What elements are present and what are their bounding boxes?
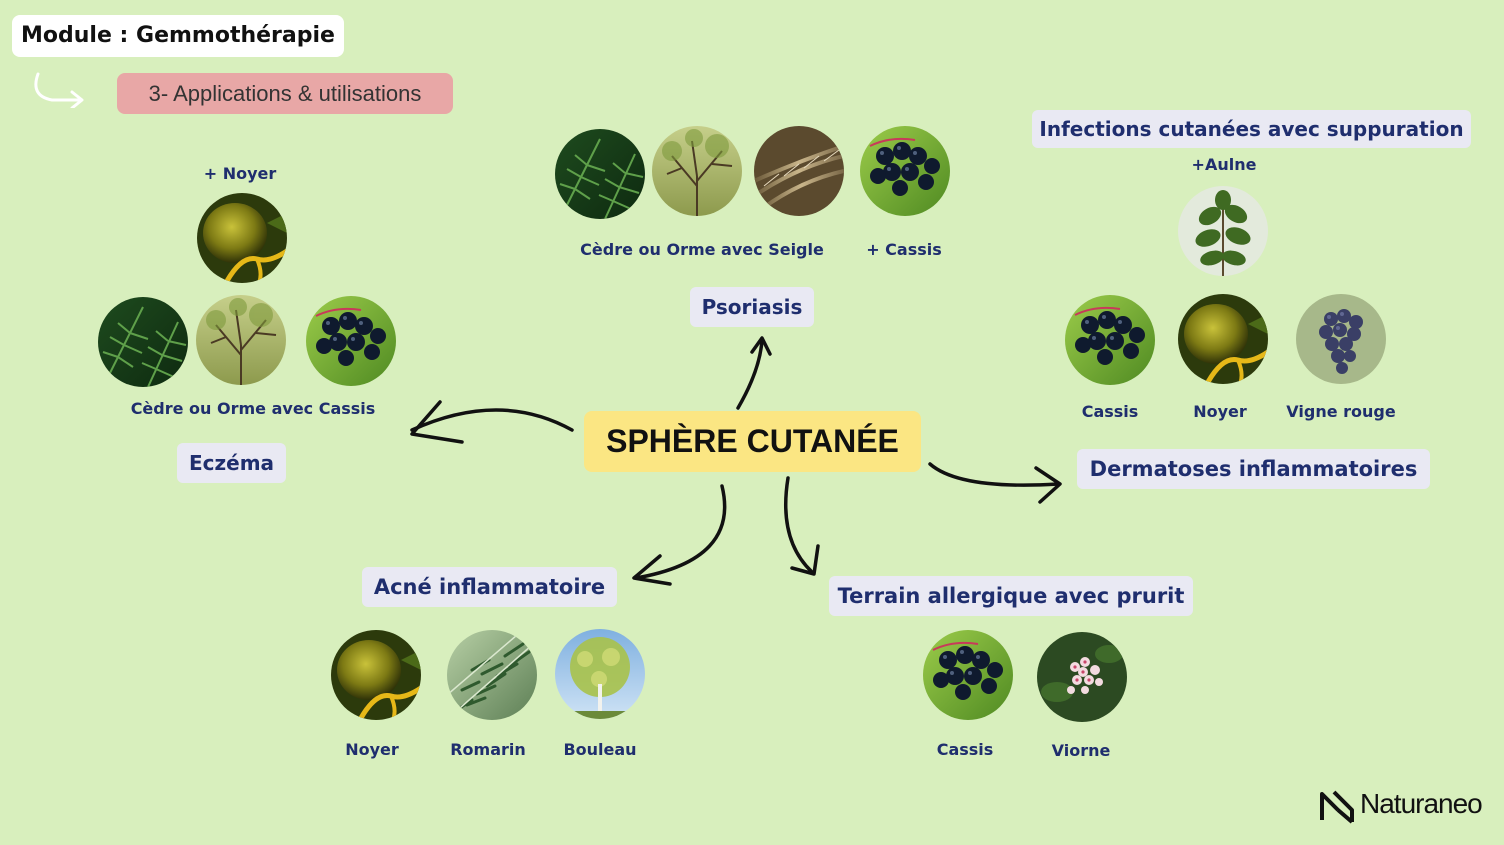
module-title: Module : Gemmothérapie: [12, 15, 344, 57]
walnut-image: [1178, 294, 1268, 384]
allergy-plant-label: Cassis: [936, 740, 994, 759]
arrow-to-eczema-head: [410, 400, 464, 444]
walnut-image: [331, 630, 421, 720]
birch-image: [555, 629, 645, 719]
brand-name: Naturaneo: [1360, 788, 1483, 819]
section-title: 3- Applications & utilisations: [117, 73, 453, 114]
arrow-to-psoriasis: [736, 338, 764, 410]
dermatoses-plant-label: Cassis: [1081, 402, 1139, 421]
curved-arrow-icon: [34, 72, 84, 108]
dermatoses-plant-label: Vigne rouge: [1286, 402, 1396, 421]
arrow-to-allergy: [784, 476, 814, 574]
blackcurrant-image: [306, 296, 396, 386]
acne-plant-label: Romarin: [450, 740, 526, 759]
eczema-category: Eczéma: [177, 443, 286, 483]
psoriasis-plants-label: Cèdre ou Orme avec Seigle: [580, 240, 824, 259]
acne-plant-label: Noyer: [345, 740, 399, 759]
center-topic: SPHÈRE CUTANÉE: [584, 411, 921, 472]
walnut-image: [197, 193, 287, 283]
elm-image: [652, 126, 742, 216]
cedar-image: [98, 297, 188, 387]
psoriasis-category: Psoriasis: [690, 287, 814, 327]
cedar-image: [555, 129, 645, 219]
rosemary-image: [447, 630, 537, 720]
eczema-plants-label: Cèdre ou Orme avec Cassis: [130, 399, 376, 418]
alder-image: [1178, 186, 1268, 276]
red-vine-image: [1296, 294, 1386, 384]
blackcurrant-image: [923, 630, 1013, 720]
viburnum-image: [1037, 632, 1127, 722]
infections-category: Infections cutanées avec suppuration: [1032, 110, 1471, 148]
infections-extra-label: +Aulne: [1191, 155, 1257, 174]
dermatoses-category: Dermatoses inflammatoires: [1077, 449, 1430, 489]
arrow-to-psoriasis-head: [750, 336, 772, 356]
elm-image: [196, 295, 286, 385]
dermatoses-plant-label: Noyer: [1193, 402, 1247, 421]
blackcurrant-image: [860, 126, 950, 216]
eczema-extra-label: + Noyer: [203, 164, 277, 183]
allergy-category: Terrain allergique avec prurit: [829, 576, 1193, 616]
blackcurrant-image: [1065, 295, 1155, 385]
arrow-to-eczema: [410, 408, 574, 432]
acne-plant-label: Bouleau: [563, 740, 637, 759]
allergy-plant-label: Viorne: [1051, 741, 1111, 760]
arrow-to-allergy-head: [790, 544, 820, 576]
arrow-to-acne: [634, 484, 727, 580]
arrow-to-dermatoses: [928, 462, 1060, 487]
psoriasis-extra-label: + Cassis: [866, 240, 942, 259]
arrow-to-dermatoses-head: [1034, 466, 1062, 504]
naturaneo-logo-icon: [1320, 790, 1354, 824]
acne-category: Acné inflammatoire: [362, 567, 617, 607]
naturaneo-logo: Naturaneo: [1318, 786, 1484, 826]
arrow-to-acne-head: [632, 554, 672, 586]
rye-image: [754, 126, 844, 216]
